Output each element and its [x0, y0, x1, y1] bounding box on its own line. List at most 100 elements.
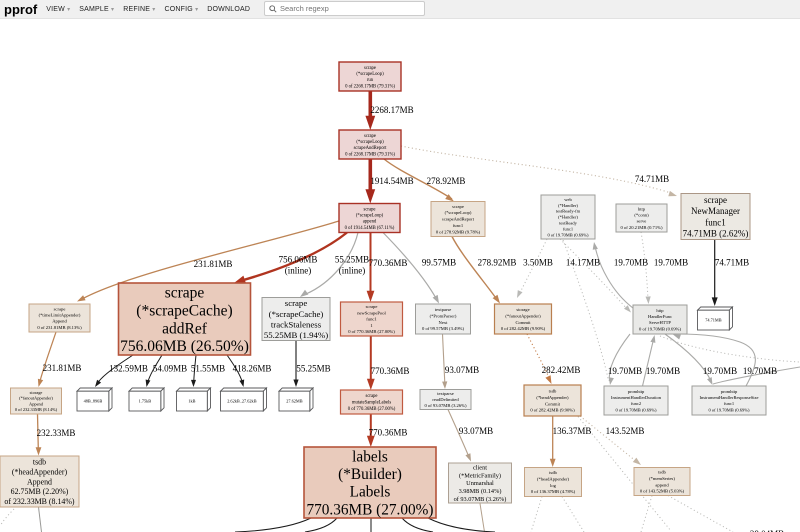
svg-text:418.26MB: 418.26MB	[233, 364, 272, 374]
svg-text:(*fanoutAppender): (*fanoutAppender)	[19, 396, 53, 401]
svg-text:0 of 19.70MB (0.69%): 0 of 19.70MB (0.69%)	[639, 326, 681, 331]
svg-text:func1: func1	[366, 317, 377, 322]
svg-text:55.25MB: 55.25MB	[335, 255, 369, 265]
svg-text:(*PromParser): (*PromParser)	[430, 313, 457, 318]
svg-text:(*Handler): (*Handler)	[558, 203, 578, 208]
svg-text:74.71MB (2.62%): 74.71MB (2.62%)	[683, 228, 749, 238]
svg-text:99.57MB: 99.57MB	[422, 258, 456, 268]
svg-text:serve: serve	[637, 219, 647, 224]
svg-text:770.36MB: 770.36MB	[371, 366, 410, 376]
svg-text:scrape: scrape	[364, 134, 376, 139]
svg-text:1914.54MB: 1914.54MB	[370, 176, 413, 186]
svg-text:Commit: Commit	[515, 320, 531, 325]
svg-text:(*headAppender): (*headAppender)	[537, 476, 570, 481]
svg-text:278.92MB: 278.92MB	[478, 258, 517, 268]
svg-text:770.36MB (27.00%): 770.36MB (27.00%)	[306, 501, 433, 518]
svg-text:scrape: scrape	[366, 394, 378, 399]
svg-text:756.06MB (26.50%): 756.06MB (26.50%)	[120, 338, 249, 355]
svg-text:19.70MB: 19.70MB	[703, 366, 737, 376]
svg-text:web: web	[564, 197, 572, 202]
svg-text:scrape: scrape	[452, 204, 464, 209]
svg-text:19.70MB: 19.70MB	[608, 366, 642, 376]
svg-text:27.62MB: 27.62MB	[286, 399, 302, 404]
svg-text:(*scrapeLoop): (*scrapeLoop)	[445, 210, 472, 215]
svg-text:232.33MB: 232.33MB	[37, 428, 76, 438]
svg-text:3.98MB (0.14%): 3.98MB (0.14%)	[459, 488, 502, 495]
svg-text:func2: func2	[631, 401, 641, 406]
svg-text:0 of 770.36MB (27.00%): 0 of 770.36MB (27.00%)	[348, 329, 395, 334]
svg-text:0 of 99.57MB (3.49%): 0 of 99.57MB (3.49%)	[422, 326, 464, 331]
svg-text:0 of 19.70MB (0.69%): 0 of 19.70MB (0.69%)	[708, 407, 750, 412]
svg-text:28.04MB: 28.04MB	[750, 529, 784, 532]
svg-text:14.17MB: 14.17MB	[566, 258, 600, 268]
svg-text:testReady-fm: testReady-fm	[556, 209, 581, 214]
svg-text:log: log	[550, 483, 557, 488]
svg-text:19.70MB: 19.70MB	[743, 366, 777, 376]
svg-text:(*fanoutAppender): (*fanoutAppender)	[505, 313, 541, 318]
svg-text:scrape: scrape	[704, 195, 727, 205]
svg-text:scrape: scrape	[54, 306, 66, 311]
svg-text:231.81MB: 231.81MB	[194, 259, 233, 269]
svg-text:newScrapePool: newScrapePool	[357, 310, 386, 315]
svg-text:ServeHTTP: ServeHTTP	[649, 320, 671, 325]
svg-text:231.81MB: 231.81MB	[43, 363, 82, 373]
svg-text:func1: func1	[705, 217, 726, 227]
svg-text:run: run	[367, 78, 374, 83]
svg-text:19.70MB: 19.70MB	[614, 258, 648, 268]
svg-text:(*scrapeLoop): (*scrapeLoop)	[356, 140, 384, 145]
svg-text:(*scrapeCache): (*scrapeCache)	[136, 303, 232, 320]
svg-text:Next: Next	[439, 320, 449, 325]
svg-text:(*MetricFamily): (*MetricFamily)	[459, 472, 501, 479]
svg-text:(*headAppender): (*headAppender)	[536, 395, 569, 400]
svg-text:0 of 20.21MB (0.71%): 0 of 20.21MB (0.71%)	[621, 225, 663, 230]
svg-text:93.07MB: 93.07MB	[445, 365, 479, 375]
svg-text:1kB: 1kB	[188, 399, 195, 404]
svg-text:scrapeAndReport: scrapeAndReport	[354, 146, 387, 151]
svg-text:promhttp: promhttp	[721, 389, 738, 394]
svg-text:tsdb: tsdb	[658, 470, 666, 475]
svg-text:93.07MB: 93.07MB	[459, 426, 493, 436]
svg-text:append: append	[363, 220, 377, 225]
svg-text:func1: func1	[453, 223, 464, 228]
svg-text:labels: labels	[352, 448, 388, 465]
svg-text:trackStaleness: trackStaleness	[271, 319, 322, 329]
svg-text:http: http	[656, 308, 664, 313]
svg-text:0 of 136.37MB (4.78%): 0 of 136.37MB (4.78%)	[531, 489, 576, 494]
svg-text:scrape: scrape	[364, 208, 376, 213]
svg-text:0 of 143.52MB (5.03%): 0 of 143.52MB (5.03%)	[640, 489, 685, 494]
svg-text:Labels: Labels	[350, 484, 391, 501]
svg-text:0 of 278.92MB (9.78%): 0 of 278.92MB (9.78%)	[436, 229, 481, 234]
svg-text:(*memSeries): (*memSeries)	[649, 476, 675, 481]
svg-text:(inline): (inline)	[285, 266, 312, 276]
svg-text:282.42MB: 282.42MB	[542, 365, 581, 375]
svg-text:storage: storage	[516, 307, 529, 312]
svg-text:append: append	[655, 482, 669, 487]
svg-text:770.36MB: 770.36MB	[369, 258, 408, 268]
svg-text:storage: storage	[30, 390, 43, 395]
svg-text:55.25MB (1.94%): 55.25MB (1.94%)	[264, 330, 328, 340]
svg-text:(*scrapeLoop): (*scrapeLoop)	[356, 72, 384, 77]
svg-text:54.09MB: 54.09MB	[153, 364, 187, 374]
svg-text:0 of 2268.17MB (79.31%): 0 of 2268.17MB (79.31%)	[345, 84, 395, 89]
svg-text:2.62kB..27.62kB: 2.62kB..27.62kB	[227, 399, 256, 404]
svg-text:addRef: addRef	[162, 320, 208, 337]
svg-text:0 of 282.42MB (9.90%): 0 of 282.42MB (9.90%)	[501, 326, 546, 331]
svg-text:74.71MB: 74.71MB	[715, 258, 749, 268]
svg-text:19.70MB: 19.70MB	[646, 366, 680, 376]
svg-text:1.75kB: 1.75kB	[139, 399, 152, 404]
svg-text:278.92MB: 278.92MB	[427, 176, 466, 186]
svg-text:client: client	[473, 464, 487, 471]
svg-text:756.06MB: 756.06MB	[279, 255, 318, 265]
svg-text:scrapeAndReport: scrapeAndReport	[442, 217, 475, 222]
svg-text:(*Handler): (*Handler)	[558, 215, 578, 220]
svg-text:48B..896B: 48B..896B	[84, 399, 103, 404]
svg-text:of 93.07MB (3.26%): of 93.07MB (3.26%)	[454, 496, 507, 503]
svg-text:0 of 19.70MB (0.69%): 0 of 19.70MB (0.69%)	[615, 407, 657, 412]
svg-text:Unmarshal: Unmarshal	[466, 480, 494, 487]
svg-text:1: 1	[370, 323, 373, 328]
svg-text:scrape: scrape	[285, 298, 308, 308]
svg-text:(*timeLimitAppender): (*timeLimitAppender)	[39, 313, 81, 318]
svg-text:(*headAppender): (*headAppender)	[12, 467, 68, 476]
svg-text:0 of 19.70MB (0.69%): 0 of 19.70MB (0.69%)	[547, 232, 589, 237]
svg-text:62.75MB (2.20%): 62.75MB (2.20%)	[11, 487, 69, 496]
